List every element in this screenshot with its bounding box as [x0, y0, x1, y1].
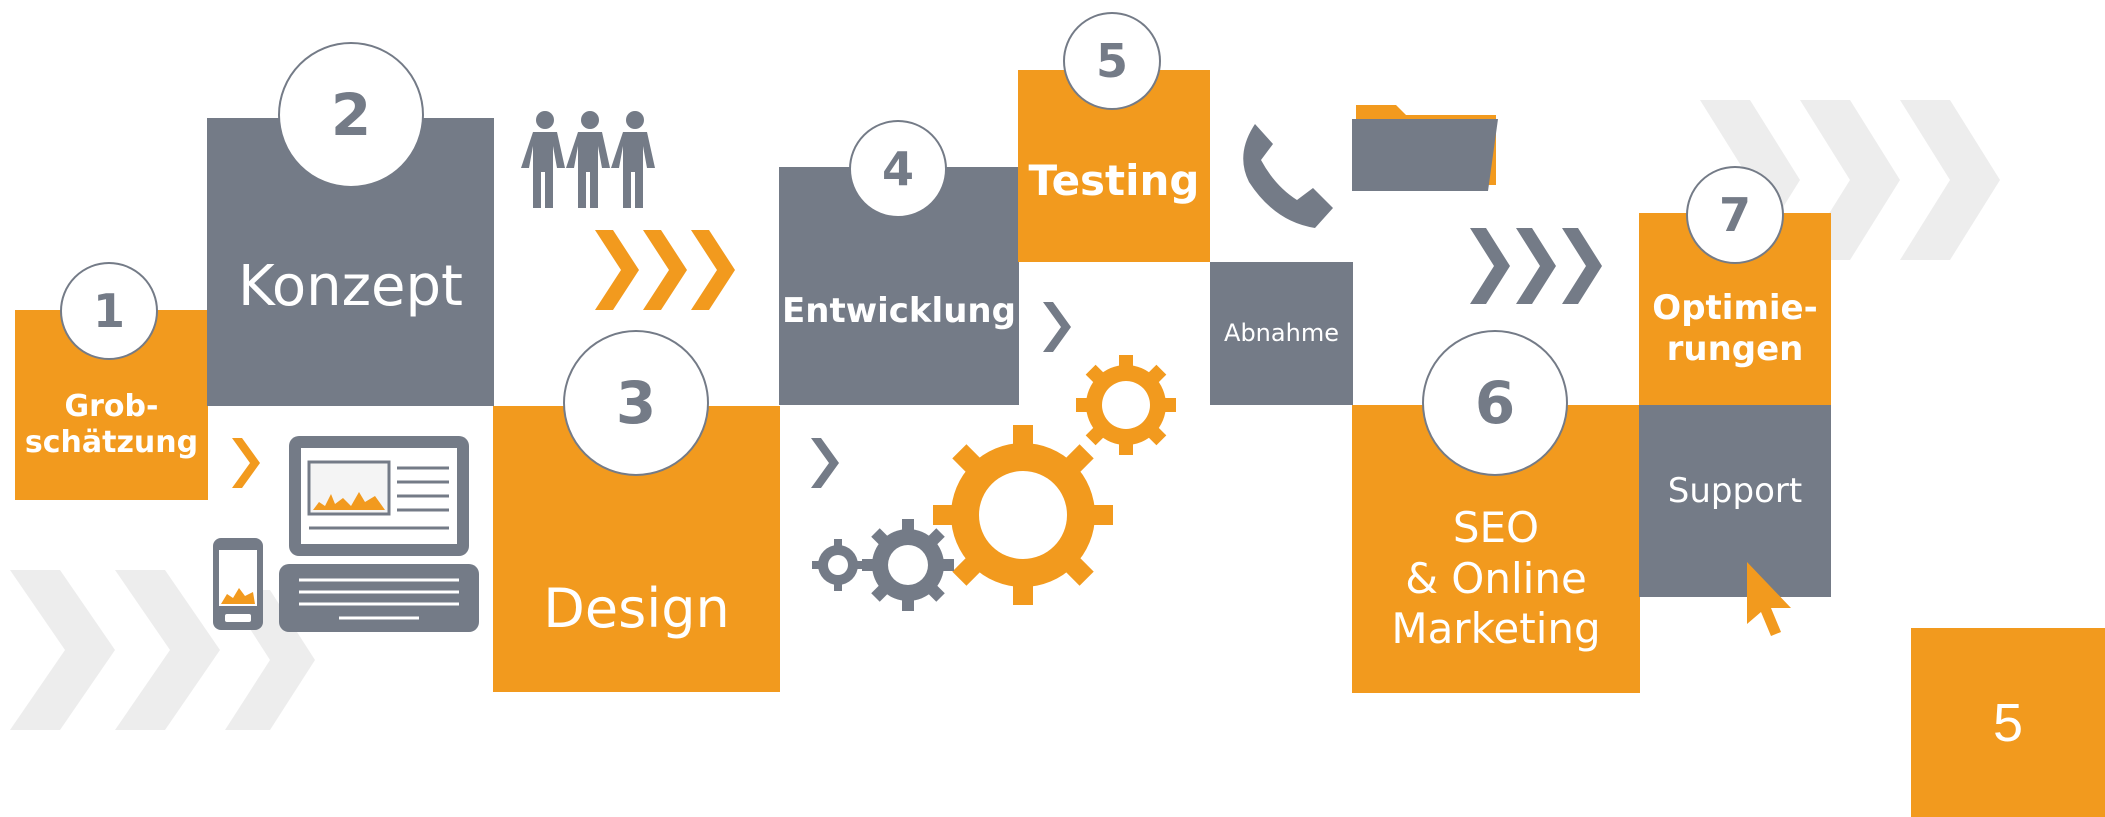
step-1-number: 1 — [60, 262, 158, 360]
step-4-number: 4 — [849, 120, 947, 218]
phone-icon — [1243, 124, 1333, 228]
people-icon — [521, 111, 655, 208]
step-3-number: 3 — [563, 330, 709, 476]
chevron-small-orange-icon — [232, 438, 260, 488]
chevron-arrows-gray-icon — [1470, 228, 1602, 304]
abnahme-box: Abnahme — [1210, 262, 1353, 405]
chevron-arrows-icon — [595, 230, 735, 310]
support-label: Support — [1667, 470, 1803, 511]
step-2-label: Konzept — [237, 254, 464, 320]
smartphone-icon — [213, 538, 263, 630]
step-5-number: 5 — [1063, 12, 1161, 110]
step-6-number: 6 — [1422, 330, 1568, 476]
chevron-small-gray-icon — [1043, 302, 1071, 352]
gears-icon — [812, 355, 1176, 611]
step-7-label: Optimie- rungen — [1652, 288, 1818, 369]
chevron-small-gray-2-icon — [811, 438, 839, 488]
abnahme-label: Abnahme — [1224, 319, 1339, 348]
step-6-label: SEO & Online Marketing — [1391, 503, 1601, 654]
step-3-label: Design — [543, 576, 730, 640]
step-4-label: Entwicklung — [782, 290, 1016, 331]
step-2-number: 2 — [278, 42, 424, 188]
support-box: Support — [1639, 405, 1831, 597]
step-7-number: 7 — [1686, 166, 1784, 264]
page-number: 5 — [1992, 692, 2024, 753]
cursor-icon — [1747, 562, 1791, 636]
step-5-label: Testing — [1028, 155, 1200, 205]
page-number-box: 5 — [1911, 628, 2105, 817]
laptop-icon — [279, 436, 479, 632]
step-1-label: Grob- schätzung — [24, 389, 199, 460]
step-7-box: Optimie- rungen — [1639, 213, 1831, 405]
folder-icon — [1352, 105, 1498, 191]
